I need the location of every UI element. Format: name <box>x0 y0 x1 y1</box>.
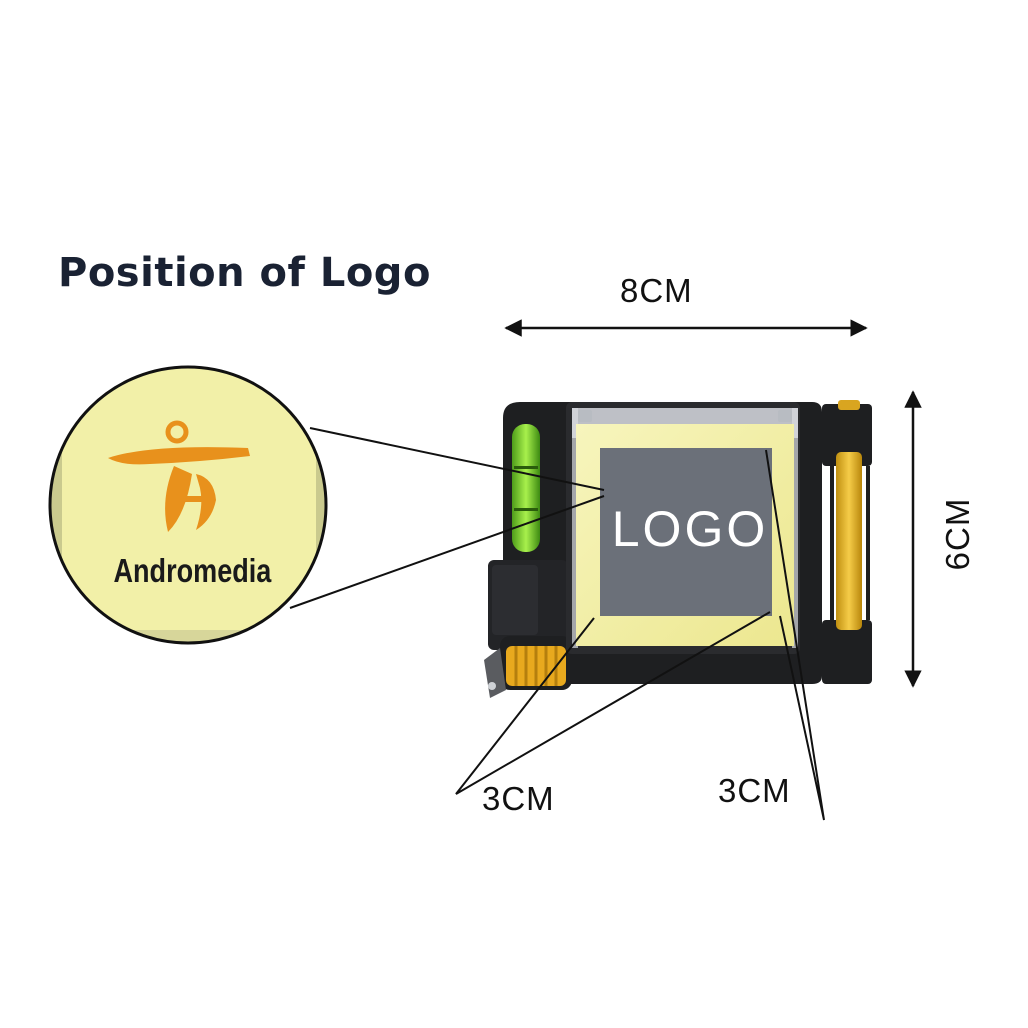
logo-height-label: 3CM <box>718 772 791 809</box>
leader-3cm-left <box>455 611 771 795</box>
logo-area <box>600 448 772 616</box>
clip-rod <box>836 452 862 630</box>
page-title: Position of Logo <box>58 250 431 296</box>
logo-magnifier <box>48 365 328 645</box>
callout-line-lower <box>289 495 605 609</box>
height-label: 6CM <box>939 497 976 571</box>
leader-3cm-right <box>765 449 825 821</box>
callout-line-upper <box>309 427 605 491</box>
logo-placeholder: LOGO <box>611 501 769 557</box>
logo-width-label: 3CM <box>482 780 555 817</box>
brand-name: Andromedia <box>113 552 272 589</box>
width-label: 8CM <box>620 272 693 309</box>
level-vial <box>512 424 540 552</box>
tape-measure <box>484 400 872 698</box>
brand-emblem <box>108 420 250 532</box>
